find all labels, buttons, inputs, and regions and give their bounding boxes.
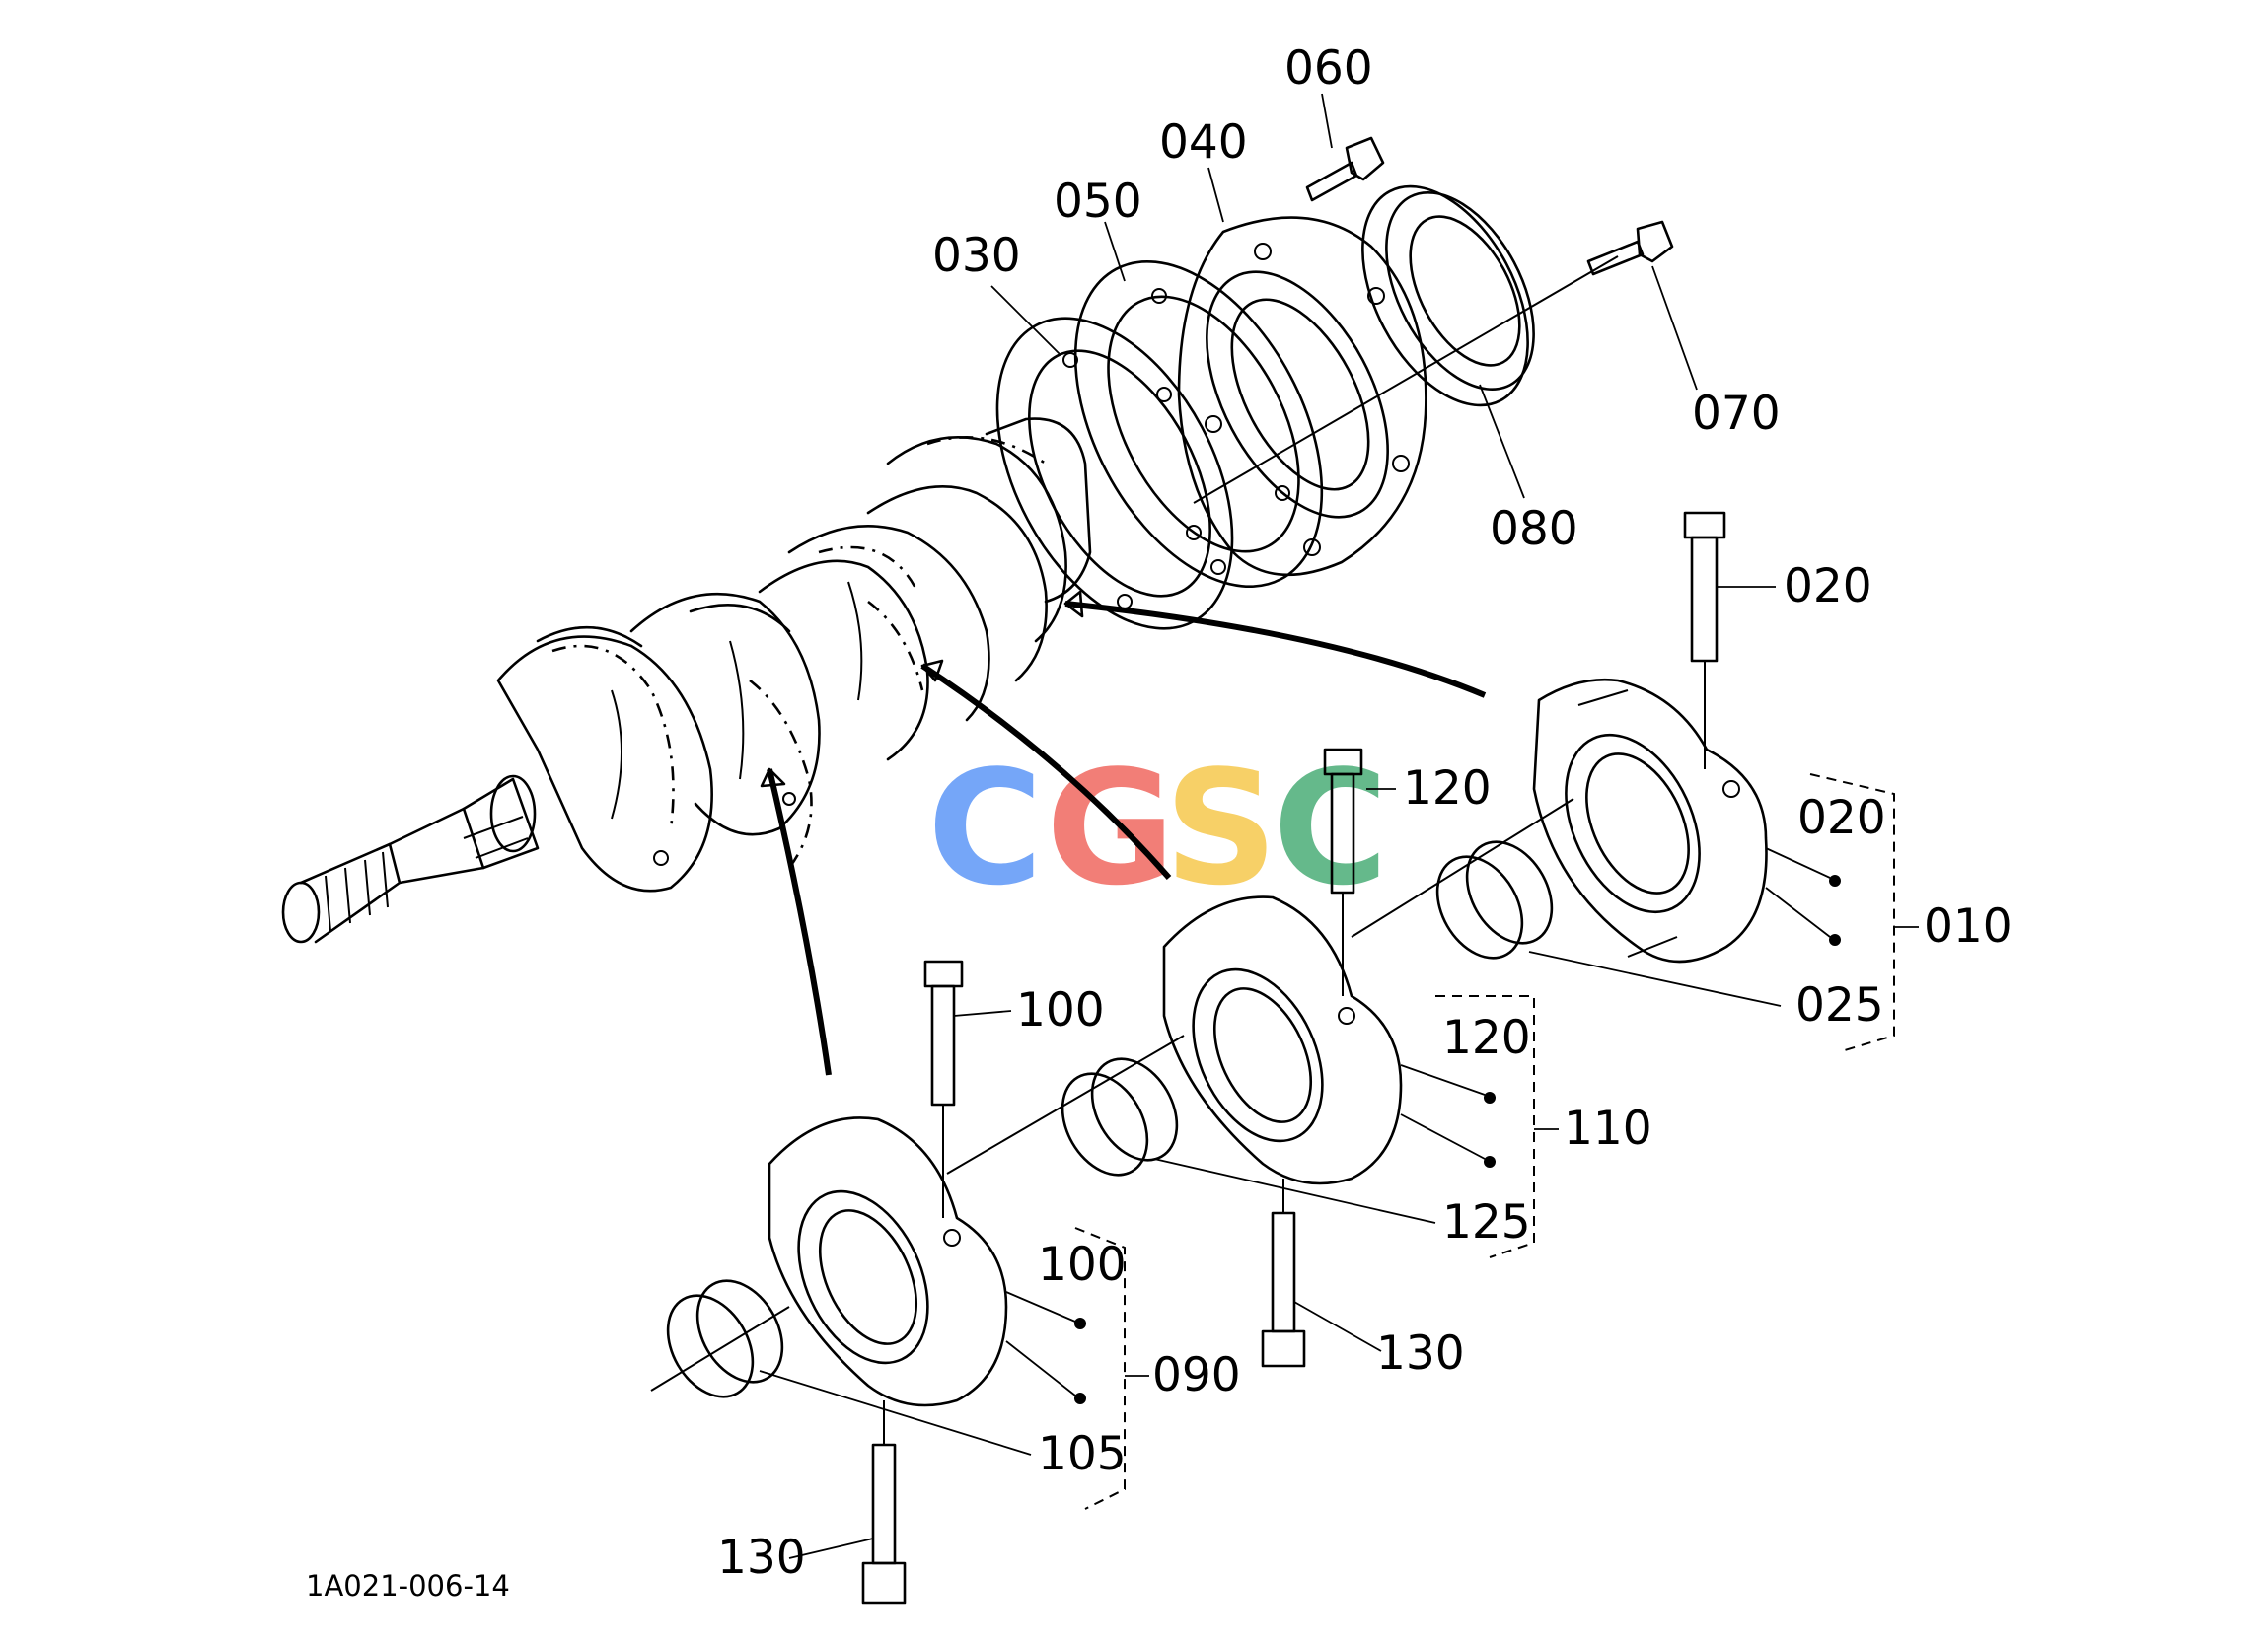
assembly-arrow-110 xyxy=(920,663,1172,880)
callout-120-top: 120 xyxy=(1403,761,1492,816)
bolt-070 xyxy=(1586,220,1674,276)
assembly-arrow-090 xyxy=(767,768,832,1076)
callout-020-right: 020 xyxy=(1797,791,1886,845)
bolt-060 xyxy=(1305,136,1385,202)
callout-110: 110 xyxy=(1564,1102,1652,1156)
bracket-090 xyxy=(1074,1227,1126,1510)
callout-130-upper: 130 xyxy=(1376,1326,1465,1381)
callout-030: 030 xyxy=(932,229,1021,283)
callout-090: 090 xyxy=(1152,1348,1241,1402)
leader-lines xyxy=(759,93,1831,1559)
callout-010: 010 xyxy=(1924,899,2012,954)
bolt-130-lower xyxy=(861,1400,907,1605)
watermark-logo: C G S C xyxy=(927,736,1388,920)
bracket-010 xyxy=(1809,773,1895,1051)
callout-080: 080 xyxy=(1490,502,1578,556)
watermark-letter-g: G xyxy=(1046,736,1175,920)
bolt-130-upper xyxy=(1261,1179,1306,1368)
callout-025: 025 xyxy=(1795,978,1884,1033)
callout-120-mid: 120 xyxy=(1442,1011,1531,1065)
callout-100-top: 100 xyxy=(1016,983,1105,1038)
bearing-105 xyxy=(666,1279,784,1398)
oil-seal-080 xyxy=(1361,184,1535,407)
callout-125: 125 xyxy=(1442,1195,1531,1250)
bearing-case-110 xyxy=(1162,895,1403,1185)
watermark-letter-s: S xyxy=(1164,736,1278,920)
callout-040: 040 xyxy=(1159,115,1248,170)
bolt-020 xyxy=(1683,511,1726,769)
bearing-025 xyxy=(1435,840,1554,960)
callout-labels: 060 040 050 030 070 080 020 120 020 010 … xyxy=(717,41,2012,1585)
callout-100-mid: 100 xyxy=(1038,1238,1127,1292)
callout-060: 060 xyxy=(1284,41,1373,96)
callout-020-top: 020 xyxy=(1784,559,1872,613)
assembly-arrow-010 xyxy=(1064,601,1487,698)
crankshaft xyxy=(281,417,1092,944)
drawing-code: 1A021-006-14 xyxy=(306,1569,510,1603)
gasket-050 xyxy=(1073,259,1324,589)
callout-070: 070 xyxy=(1692,387,1781,441)
callout-105: 105 xyxy=(1038,1427,1127,1481)
bearing-125 xyxy=(1061,1057,1179,1177)
oil-seal-case-040 xyxy=(1177,216,1427,577)
callout-130-lower: 130 xyxy=(717,1531,806,1585)
bearing-case-090 xyxy=(768,1116,1008,1407)
watermark-letter-c1: C xyxy=(927,736,1043,920)
bearing-case-010 xyxy=(1532,678,1768,964)
callout-050: 050 xyxy=(1054,175,1142,229)
bracket-110 xyxy=(1435,995,1535,1258)
bolt-100 xyxy=(923,960,964,1218)
bolt-120 xyxy=(1323,748,1363,996)
